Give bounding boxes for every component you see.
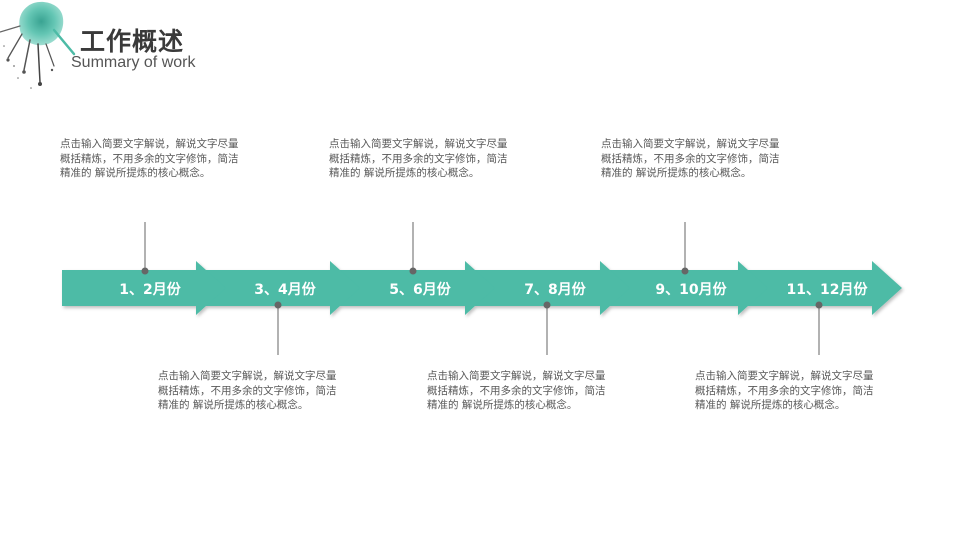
period-label-2: 3、4月份 bbox=[254, 282, 316, 298]
description-line: 概括精炼，不用多余的文字修饰，简洁 bbox=[695, 384, 874, 397]
timeline-arrow-6 bbox=[740, 261, 902, 315]
description-line: 点击输入简要文字解说，解说文字尽量 bbox=[329, 138, 508, 150]
period-label-3: 5、6月份 bbox=[389, 282, 451, 298]
page-subtitle: Summary of work bbox=[71, 54, 196, 71]
connector-dot-4 bbox=[543, 301, 551, 309]
description-line: 点击输入简要文字解说，解说文字尽量 bbox=[427, 370, 606, 382]
period-label-6: 11、12月份 bbox=[786, 282, 868, 298]
description-line: 精准的 解说所提炼的核心概念。 bbox=[695, 399, 846, 411]
description-block-4: 点击输入简要文字解说，解说文字尽量 概括精炼，不用多余的文字修饰，简洁 精准的 … bbox=[427, 369, 639, 413]
timeline-arrow-1 bbox=[62, 261, 226, 315]
timeline-arrow-3 bbox=[335, 261, 495, 315]
description-block-1: 点击输入简要文字解说，解说文字尽量 概括精炼，不用多余的文字修饰，简洁 精准的 … bbox=[60, 137, 272, 181]
connector-dot-1 bbox=[141, 267, 149, 275]
timeline-arrow-4 bbox=[470, 261, 630, 315]
connector-dot-3 bbox=[409, 267, 417, 275]
description-line: 点击输入简要文字解说，解说文字尽量 bbox=[601, 138, 780, 150]
description-line: 精准的 解说所提炼的核心概念。 bbox=[601, 167, 752, 179]
description-line: 概括精炼，不用多余的文字修饰，简洁 bbox=[60, 152, 239, 165]
connector-dot-6 bbox=[815, 301, 823, 309]
description-line: 点击输入简要文字解说，解说文字尽量 bbox=[158, 370, 337, 382]
page-title: 工作概述 bbox=[80, 27, 185, 56]
description-line: 点击输入简要文字解说，解说文字尽量 bbox=[695, 370, 874, 382]
description-block-6: 点击输入简要文字解说，解说文字尽量 概括精炼，不用多余的文字修饰，简洁 精准的 … bbox=[695, 369, 907, 413]
description-line: 精准的 解说所提炼的核心概念。 bbox=[158, 399, 309, 411]
connector-dot-5 bbox=[681, 267, 689, 275]
description-line: 精准的 解说所提炼的核心概念。 bbox=[427, 399, 578, 411]
timeline-arrow-2 bbox=[200, 261, 360, 315]
watercolor-splash-decoration bbox=[0, 1, 76, 89]
period-label-4: 7、8月份 bbox=[524, 282, 586, 298]
period-label-1: 1、2月份 bbox=[119, 282, 181, 298]
description-line: 精准的 解说所提炼的核心概念。 bbox=[329, 167, 480, 179]
description-line: 概括精炼，不用多余的文字修饰，简洁 bbox=[427, 384, 606, 397]
connector-dot-2 bbox=[274, 301, 282, 309]
period-label-5: 9、10月份 bbox=[655, 282, 727, 298]
description-line: 概括精炼，不用多余的文字修饰，简洁 bbox=[601, 152, 780, 165]
description-line: 概括精炼，不用多余的文字修饰，简洁 bbox=[158, 384, 337, 397]
description-block-3: 点击输入简要文字解说，解说文字尽量 概括精炼，不用多余的文字修饰，简洁 精准的 … bbox=[329, 137, 541, 181]
description-line: 概括精炼，不用多余的文字修饰，简洁 bbox=[329, 152, 508, 165]
description-block-2: 点击输入简要文字解说，解说文字尽量 概括精炼，不用多余的文字修饰，简洁 精准的 … bbox=[158, 369, 370, 413]
description-line: 点击输入简要文字解说，解说文字尽量 bbox=[60, 138, 239, 150]
timeline-arrow-5 bbox=[605, 261, 768, 315]
description-line: 精准的 解说所提炼的核心概念。 bbox=[60, 167, 211, 179]
description-block-5: 点击输入简要文字解说，解说文字尽量 概括精炼，不用多余的文字修饰，简洁 精准的 … bbox=[601, 137, 813, 181]
